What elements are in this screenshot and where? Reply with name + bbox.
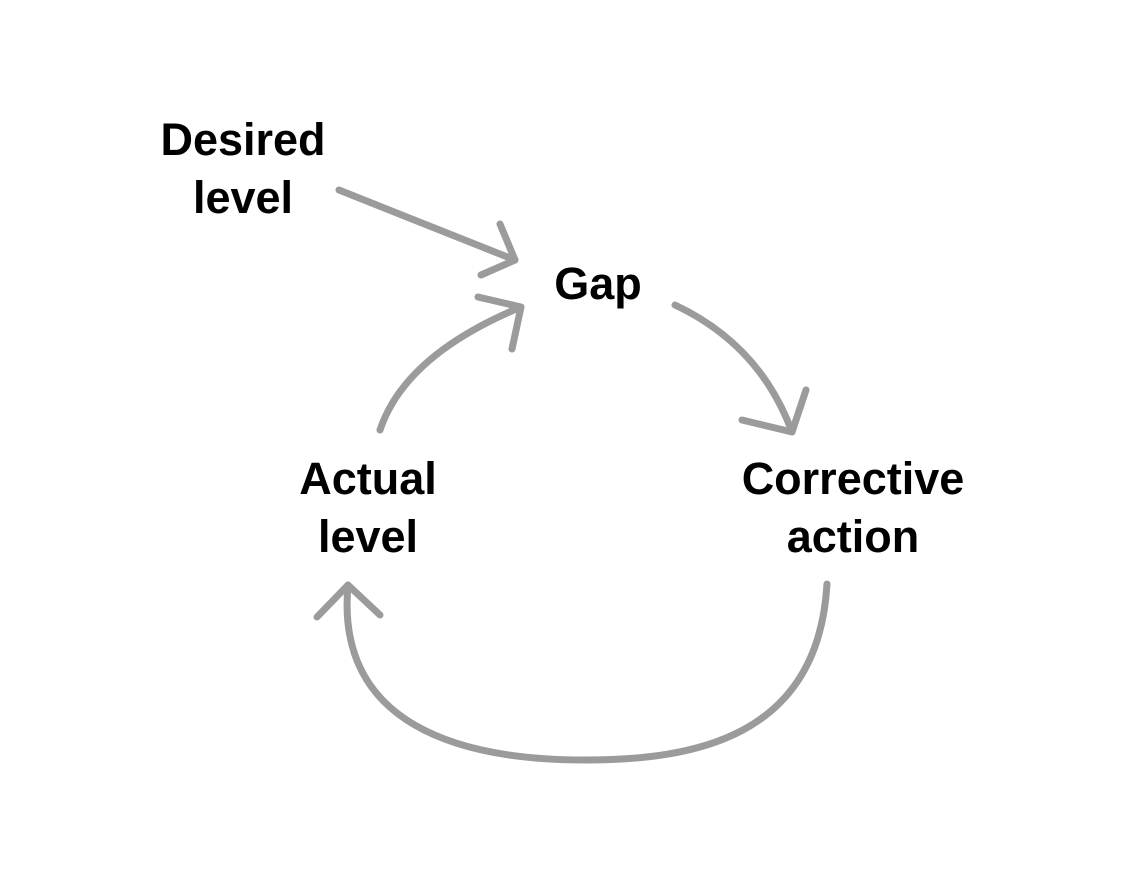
arrow-shaft [343, 580, 831, 764]
node-corrective-action-line1: Corrective [741, 453, 965, 504]
arrow-head [313, 581, 384, 621]
node-desired-level-line2: level [192, 172, 294, 223]
arrow-desired-to-gap [335, 186, 519, 279]
arrow-actual-to-gap [376, 293, 525, 434]
node-desired-level: Desired level [143, 111, 343, 227]
node-actual-level-line2: level [317, 511, 419, 562]
node-corrective-action: Corrective action [713, 450, 993, 566]
node-desired-level-line1: Desired [160, 114, 326, 165]
arrow-shaft [376, 303, 525, 434]
node-gap: Gap [530, 255, 666, 313]
node-corrective-action-line2: action [786, 511, 920, 562]
arrow-shaft [335, 186, 519, 264]
arrow-head [477, 220, 519, 279]
arrow-gap-to-corrective [671, 301, 810, 436]
node-actual-level-line1: Actual [299, 453, 437, 504]
node-actual-level: Actual level [270, 450, 466, 566]
arrow-corrective-to-actual [313, 580, 831, 764]
node-gap-label: Gap [554, 258, 642, 309]
arrow-head [738, 386, 810, 436]
arrow-shaft [671, 301, 796, 436]
arrow-head [474, 293, 525, 353]
